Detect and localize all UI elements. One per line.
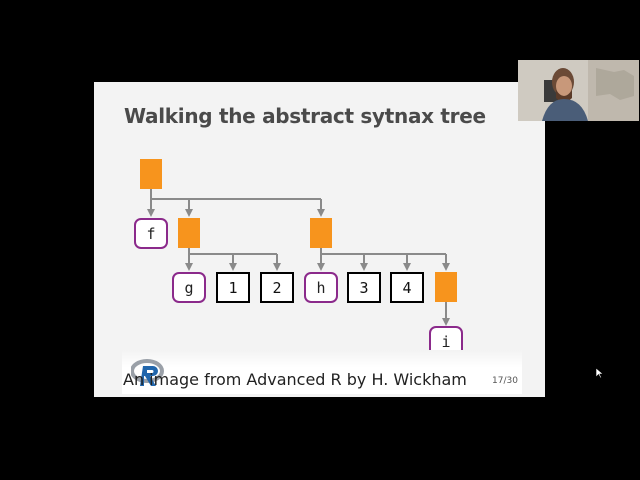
slide-page-number: 17/30 (492, 376, 518, 386)
caption-background (122, 350, 522, 394)
symbol-node-g: g (172, 272, 206, 303)
slide-title: Walking the abstract sytnax tree (124, 104, 486, 128)
symbol-node-f: f (134, 218, 168, 249)
presenter-video-frame (518, 60, 639, 121)
mouse-cursor-icon (596, 368, 604, 378)
symbol-label-i: i (441, 333, 450, 351)
syntax-tree-diagram: f g h i 1 2 3 4 (134, 159, 463, 357)
constant-node-1: 1 (216, 272, 250, 303)
constant-node-3: 3 (347, 272, 381, 303)
r-logo-icon (131, 359, 164, 386)
constant-label-4: 4 (402, 279, 411, 297)
symbol-label-h: h (316, 279, 325, 297)
symbol-node-h: h (304, 272, 338, 303)
call-node-4 (435, 272, 457, 302)
constant-label-3: 3 (359, 279, 368, 297)
tree-edges (147, 189, 450, 326)
constant-node-2: 2 (260, 272, 294, 303)
presentation-slide: Walking the abstract sytnax tree (94, 82, 545, 397)
image-credit-caption: An image from Advanced R by H. Wickham (123, 370, 467, 389)
constant-label-2: 2 (272, 279, 281, 297)
call-node-2 (178, 218, 200, 248)
call-node-root (140, 159, 162, 189)
constant-label-1: 1 (228, 279, 237, 297)
constant-node-4: 4 (390, 272, 424, 303)
call-node-3 (310, 218, 332, 248)
symbol-label-f: f (146, 225, 155, 243)
webcam-video (518, 60, 639, 121)
symbol-label-g: g (184, 279, 193, 297)
